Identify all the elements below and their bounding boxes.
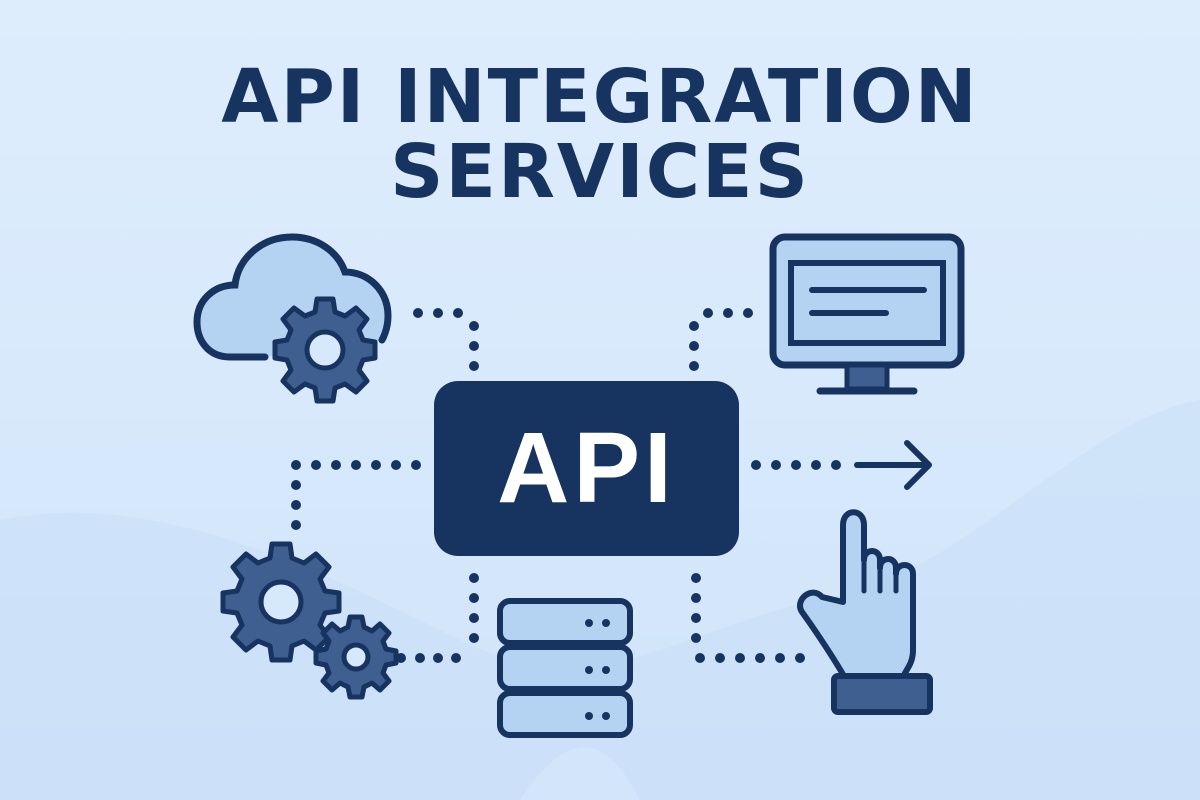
- api-center-box: API: [434, 381, 739, 556]
- pointing-hand-icon: [797, 509, 933, 715]
- api-label: API: [497, 412, 676, 524]
- title-line-2: SERVICES: [390, 129, 810, 215]
- gears-icon: [220, 541, 399, 700]
- monitor-icon: [769, 233, 965, 395]
- cloud-gear-icon: [193, 233, 392, 404]
- arrow-right-icon: [854, 440, 932, 490]
- title-line-1: API INTEGRATION: [221, 54, 979, 140]
- database-server-icon: [497, 598, 633, 738]
